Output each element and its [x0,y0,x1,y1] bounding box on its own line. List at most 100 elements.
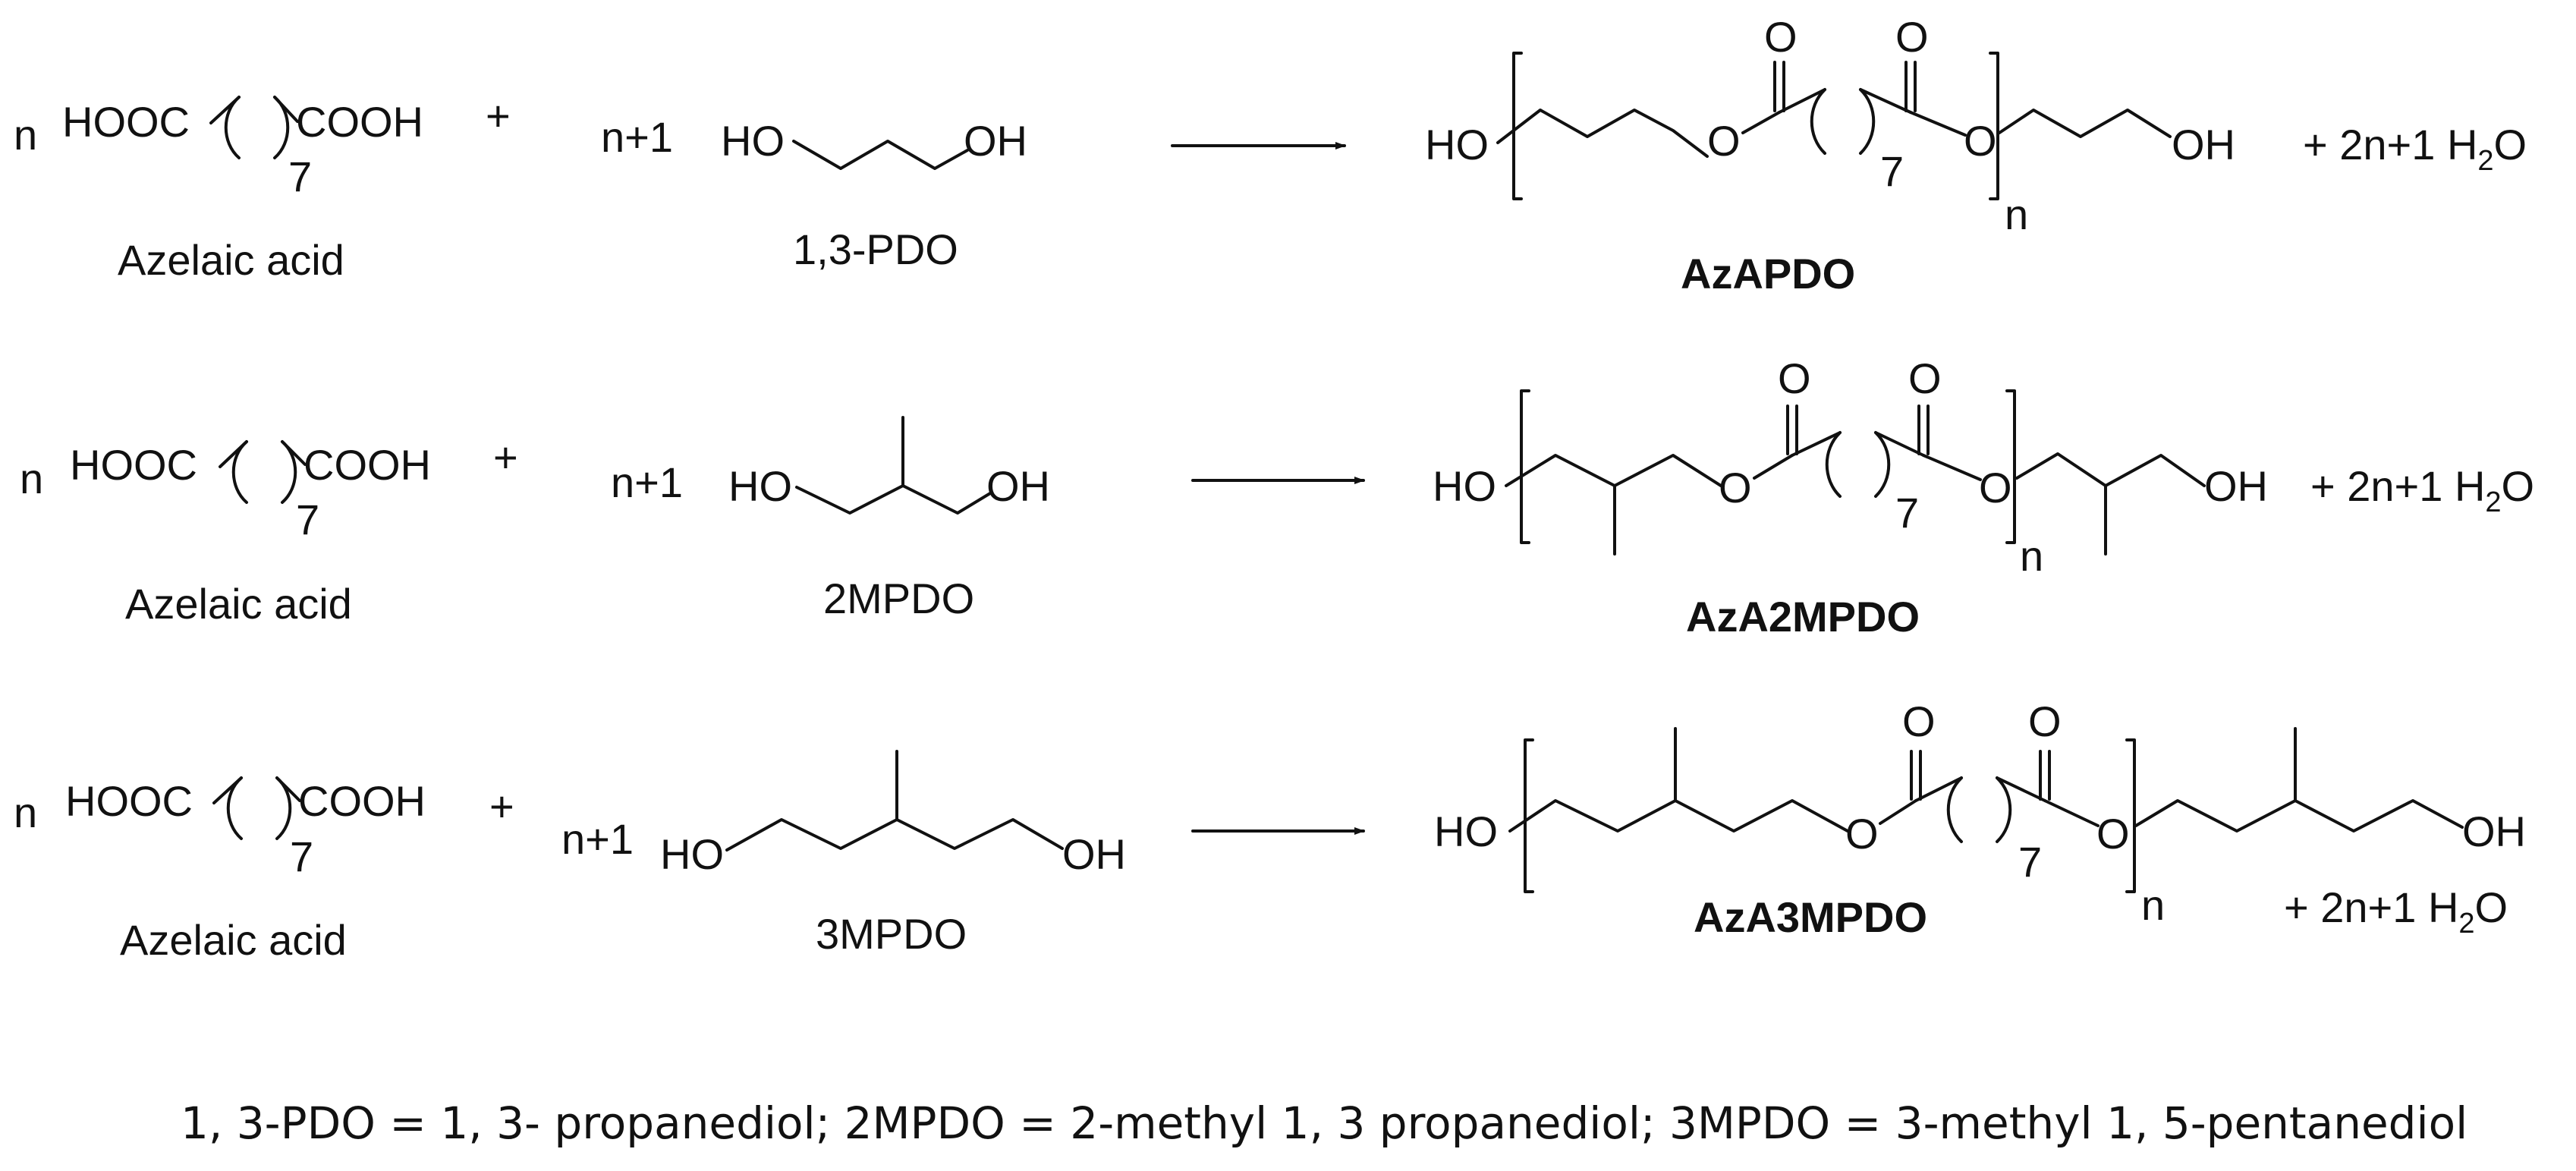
product-right-paren [1859,88,1876,155]
acid-cooh-label: COOH [298,777,426,825]
repeat-unit-n: n [2141,881,2165,929]
product-chain-left [1496,109,1709,158]
product-left-paren [1946,776,1963,843]
carbonyl-oxygen-right: O [2028,697,2062,745]
acid-hooc-label: HOOC [70,441,197,489]
product-right-paren [1874,431,1891,498]
water-byproduct: + 2n+1 H2O [2284,883,2508,940]
reaction-row-1: n HOOC COOH 7 + Azelaic acid n+1 HO OH 1… [14,13,2527,297]
acid-repeat-count: 7 [296,496,319,543]
azelaic-acid-structure: n HOOC COOH 7 + Azelaic acid [14,92,511,284]
acid-name: Azelaic acid [118,236,344,284]
acid-name: Azelaic acid [120,916,347,964]
acid-hooc-label: HOOC [62,98,190,146]
acid-coefficient: n [20,455,43,502]
product-bond [1778,88,1826,114]
diol-coefficient: n+1 [561,815,634,863]
carbonyl-double-bond-left [1786,404,1798,455]
acid-bond [275,776,301,802]
diol-oh-label: OH [1062,830,1126,878]
product-repeat-count: 7 [2018,838,2042,886]
acid-repeat-count: 7 [288,153,312,200]
product-ho-label: HO [1434,807,1498,855]
acid-left-paren [224,96,241,159]
acid-hooc-label: HOOC [65,777,193,825]
product-ho-label: HO [1433,462,1496,510]
acid-coefficient: n [14,111,37,159]
ester-oxygen-left: O [1719,464,1752,512]
acid-bond [273,96,299,123]
carbonyl-oxygen-left: O [1764,13,1798,61]
acid-cooh-label: COOH [296,98,423,146]
carbonyl-oxygen-left: O [1902,697,1936,745]
diol-coefficient: n+1 [601,113,673,161]
azelaic-acid-structure: n HOOC COOH 7 + Azelaic acid [20,433,518,628]
diol-ho-label: HO [728,462,792,510]
ester-oxygen-right: O [2096,810,2130,858]
left-bracket [1512,52,1523,200]
acid-repeat-count: 7 [290,833,313,880]
abbreviation-footnote: 1, 3-PDO = 1, 3- propanediol; 2MPDO = 2-… [181,1097,2467,1149]
ester-oxygen-right: O [1979,464,2012,512]
product-bond [1791,431,1842,457]
product-chain-right [2134,799,2464,833]
product-bond [2043,799,2099,827]
water-byproduct: + 2n+1 H2O [2310,462,2534,518]
product-bond [1914,776,1963,802]
diol-chain [795,484,992,515]
product-chain-right [1998,109,2172,138]
product-bond [1741,111,1781,134]
polyester-product: HO O O 7 O O n OH + 2n+1 H2O AzA3MPDO [1434,697,2526,941]
product-bond [1859,88,1912,114]
diol-name: 1,3-PDO [793,225,958,273]
acid-name: Azelaic acid [125,580,352,628]
diol-ho-label: HO [660,830,724,878]
carbonyl-oxygen-left: O [1778,354,1811,402]
ester-oxygen-left: O [1707,117,1741,165]
carbonyl-double-bond-right [1917,404,1930,455]
carbonyl-oxygen-right: O [1895,13,1929,61]
diol-name: 3MPDO [816,910,967,958]
diol-structure: n+1 HO OH 1,3-PDO [601,113,1027,273]
product-name: AzA2MPDO [1686,593,1920,641]
left-bracket [1520,389,1530,544]
right-bracket [2125,738,2136,893]
repeat-unit-n: n [2020,532,2043,580]
reaction-row-3: n HOOC COOH 7 + Azelaic acid n+1 HO OH 3… [14,697,2526,964]
product-left-paren [1810,88,1826,155]
acid-left-paren [226,776,243,840]
plus-sign: + [489,782,514,830]
reaction-row-2: n HOOC COOH 7 + Azelaic acid n+1 HO OH 2… [20,354,2534,641]
diol-chain [725,818,1064,851]
azelaic-acid-structure: n HOOC COOH 7 + Azelaic acid [14,776,514,964]
left-bracket [1524,738,1534,893]
acid-left-paren [231,440,248,504]
product-name: AzAPDO [1681,250,1855,297]
product-chain-left [1508,799,1849,833]
right-bracket [2005,389,2016,544]
diol-oh-label: OH [964,117,1027,165]
product-repeat-count: 7 [1895,489,1919,537]
product-bond [1996,776,2046,802]
product-bond [1753,454,1794,480]
diol-name: 2MPDO [823,574,974,622]
product-chain-left [1505,454,1722,487]
water-byproduct: + 2n+1 H2O [2303,121,2527,177]
product-right-paren [1996,776,2012,843]
carbonyl-double-bond-right [2039,750,2051,801]
product-oh-label: OH [2462,807,2526,855]
diol-structure: n+1 HO OH 3MPDO [561,750,1126,958]
product-bond [1874,431,1925,457]
product-left-paren [1825,431,1842,498]
diol-coefficient: n+1 [611,458,683,506]
ester-oxygen-left: O [1845,810,1879,858]
polyester-product: HO O O 7 O O n OH + 2n+1 H2O AzAPDO [1425,13,2527,297]
diol-ho-label: HO [721,117,785,165]
carbonyl-double-bond-right [1904,61,1917,112]
acid-coefficient: n [14,789,37,836]
acid-cooh-label: COOH [304,441,431,489]
diol-oh-label: OH [986,462,1050,510]
plus-sign: + [486,92,511,140]
right-bracket [1989,52,1999,200]
